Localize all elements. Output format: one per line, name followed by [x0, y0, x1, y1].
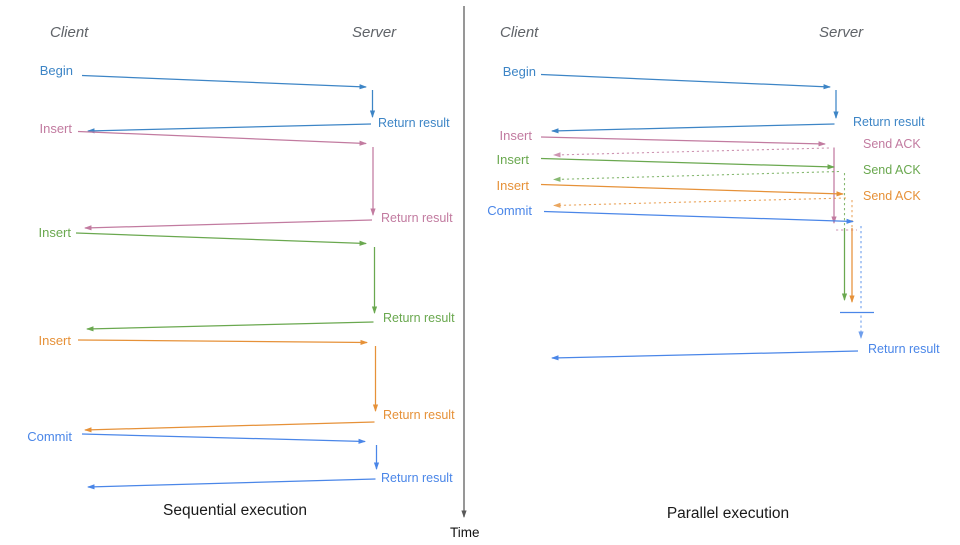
- par-insert3-request-line: [540, 183, 844, 197]
- par-op-insert-2: Insert Send ACK: [496, 152, 921, 301]
- par-op-begin: Begin Return result: [503, 64, 925, 134]
- seq-begin-return-line: [87, 123, 372, 134]
- par-insert1-label: Insert: [499, 128, 532, 143]
- parallel-title: Parallel execution: [667, 505, 789, 522]
- par-begin-response-label: Return result: [853, 115, 925, 129]
- par-insert1-ack-line: [553, 147, 830, 158]
- seq-insert1-label: Insert: [39, 121, 72, 136]
- par-begin-return-line: [551, 123, 835, 134]
- par-insert2-ack-line: [553, 170, 840, 182]
- seq-client-header: Client: [50, 24, 89, 41]
- parallel-panel: Client Server Begin Return result Insert…: [487, 24, 940, 522]
- time-axis-label: Time: [450, 525, 480, 540]
- sequential-panel: Client Server Begin Return result Insert…: [27, 24, 455, 519]
- par-insert2-request-line: [540, 157, 835, 170]
- par-op-insert-1: Insert Send ACK: [499, 128, 921, 231]
- seq-insert2-request-line: [75, 232, 367, 246]
- seq-op-insert-2: Insert Return result: [38, 225, 455, 332]
- par-op-commit: Commit Return result: [487, 203, 940, 361]
- seq-insert2-return-line: [86, 321, 374, 332]
- seq-insert1-return-line: [84, 219, 373, 231]
- seq-op-insert-3: Insert Return result: [38, 333, 455, 433]
- par-commit-request-line: [543, 210, 854, 224]
- par-insert1-ack-label: Send ACK: [863, 137, 921, 151]
- seq-insert3-request-line: [77, 339, 368, 346]
- seq-commit-return-line: [87, 478, 376, 490]
- par-insert3-label: Insert: [496, 178, 529, 193]
- seq-insert1-response-label: Return result: [381, 211, 453, 225]
- time-axis: Time: [450, 6, 480, 540]
- seq-insert3-response-label: Return result: [383, 408, 455, 422]
- seq-begin-request-line: [81, 74, 367, 90]
- par-client-header: Client: [500, 24, 539, 41]
- seq-op-commit: Commit Return result: [27, 429, 453, 490]
- par-insert2-ack-label: Send ACK: [863, 163, 921, 177]
- seq-commit-label: Commit: [27, 429, 72, 444]
- par-insert3-ack-line: [553, 197, 847, 208]
- par-commit-return-line: [551, 350, 859, 361]
- seq-insert3-label: Insert: [38, 333, 71, 348]
- seq-insert1-request-line: [77, 130, 367, 146]
- par-insert2-label: Insert: [496, 152, 529, 167]
- par-begin-label: Begin: [503, 64, 536, 79]
- seq-op-begin: Begin Return result: [40, 63, 450, 134]
- par-commit-response-label: Return result: [868, 342, 940, 356]
- seq-insert3-return-line: [84, 421, 375, 433]
- seq-commit-response-label: Return result: [381, 471, 453, 485]
- seq-insert2-label: Insert: [38, 225, 71, 240]
- seq-begin-label: Begin: [40, 63, 73, 78]
- seq-insert2-response-label: Return result: [383, 311, 455, 325]
- seq-op-insert-1: Insert Return result: [39, 121, 453, 231]
- par-insert3-ack-label: Send ACK: [863, 189, 921, 203]
- par-commit-label: Commit: [487, 203, 532, 218]
- par-begin-request-line: [540, 73, 831, 90]
- par-insert1-request-line: [540, 136, 826, 147]
- par-server-header: Server: [819, 24, 864, 41]
- seq-commit-request-line: [81, 433, 366, 444]
- par-op-insert-3: Insert Send ACK: [496, 178, 921, 303]
- seq-begin-response-label: Return result: [378, 116, 450, 130]
- sequential-title: Sequential execution: [163, 502, 307, 519]
- seq-server-header: Server: [352, 24, 397, 41]
